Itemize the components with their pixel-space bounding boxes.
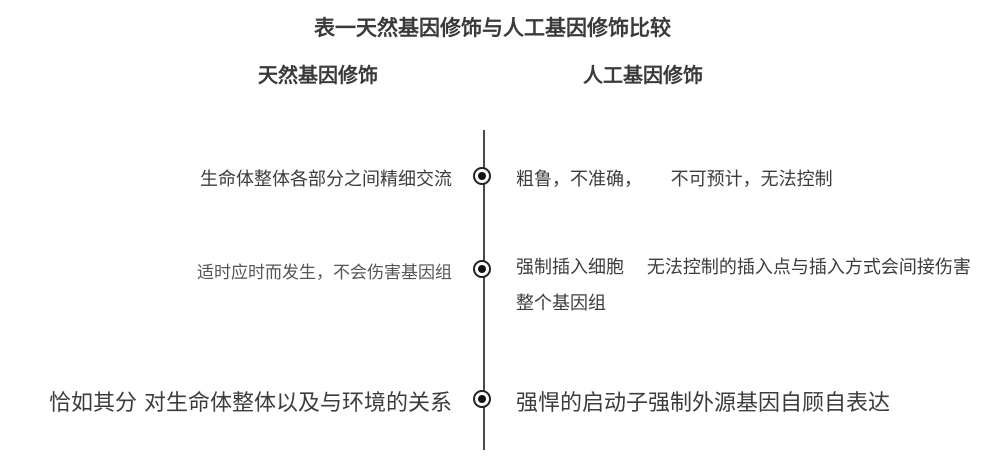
- column-header-artificial: 人工基因修饰: [583, 63, 703, 87]
- timeline-node-3: [473, 390, 491, 408]
- natural-item-3: 恰如其分 对生命体整体以及与环境的关系: [49, 391, 452, 416]
- artificial-item-2: 强制插入细胞 无法控制的插入点与插入方式会间接伤害整个基因组: [516, 257, 971, 314]
- natural-item-1: 生命体整体各部分之间精细交流: [200, 169, 452, 190]
- timeline-axis: [483, 130, 485, 450]
- diagram-title: 表一天然基因修饰与人工基因修饰比较: [314, 15, 671, 40]
- artificial-item-3: 强悍的启动子强制外源基因自顾自表达: [516, 391, 891, 416]
- artificial-item-1: 粗鲁，不准确， 不可预计，无法控制: [516, 169, 833, 190]
- timeline-node-1: [473, 167, 491, 185]
- timeline-node-2: [473, 260, 491, 278]
- natural-item-2: 适时应时而发生，不会伤害基因组: [197, 263, 452, 283]
- column-header-natural: 天然基因修饰: [258, 63, 378, 87]
